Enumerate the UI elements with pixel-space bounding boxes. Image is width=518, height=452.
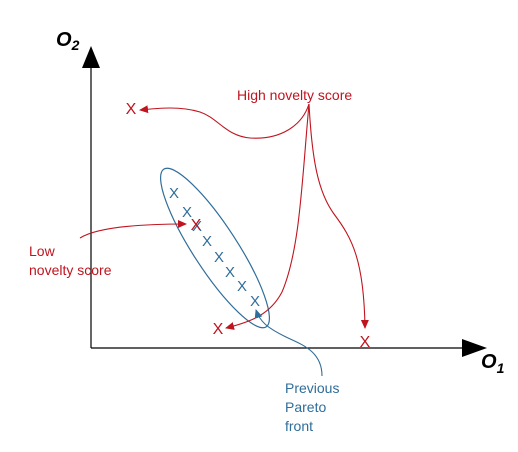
y-axis-label: O2 [56, 29, 80, 53]
axes: O2 O1 [56, 29, 505, 376]
candidate-points: X X X X [126, 101, 371, 351]
low-novelty-arrow [79, 220, 187, 239]
front-point: X [202, 233, 212, 250]
pareto-front-line-1: Previous [285, 380, 339, 396]
pareto-front-line-3: front [285, 418, 313, 434]
low-novelty-line-1: Low [29, 243, 56, 259]
pareto-front-points: X X X X X X X X [169, 185, 260, 310]
high-novelty-arrows [139, 103, 369, 330]
arrow-to-left-point [225, 103, 310, 330]
x-axis-label: O1 [481, 351, 505, 376]
pareto-front-label: Previous Pareto front [285, 380, 343, 434]
y-axis-label-sub: 2 [71, 37, 80, 53]
front-point: X [225, 264, 235, 281]
high-novelty-point-top: X [126, 101, 137, 118]
front-point: X [192, 218, 202, 235]
low-novelty-point: X [191, 217, 202, 234]
pareto-front-ellipse [159, 167, 271, 329]
arrow-to-right-point [308, 103, 369, 329]
pareto-front-line-2: Pareto [285, 399, 326, 415]
low-novelty-label: Low novelty score [29, 243, 112, 278]
pareto-front-pointer [254, 309, 323, 377]
front-point: X [182, 204, 192, 221]
high-novelty-point-right: X [360, 334, 371, 351]
y-axis-label-main: O [56, 29, 72, 51]
x-axis-label-sub: 1 [497, 360, 505, 376]
y-axis-arrowhead [82, 46, 100, 68]
front-point: X [237, 278, 247, 295]
arrow-to-top-point [139, 103, 310, 139]
front-point: X [250, 293, 260, 310]
front-point: X [169, 185, 179, 202]
x-axis-arrowhead [462, 339, 487, 357]
high-novelty-label: High novelty score [237, 87, 352, 103]
high-novelty-point-left: X [213, 321, 224, 338]
low-novelty-line-2: novelty score [29, 262, 112, 278]
front-point: X [214, 249, 224, 266]
x-axis-label-main: O [481, 351, 497, 373]
